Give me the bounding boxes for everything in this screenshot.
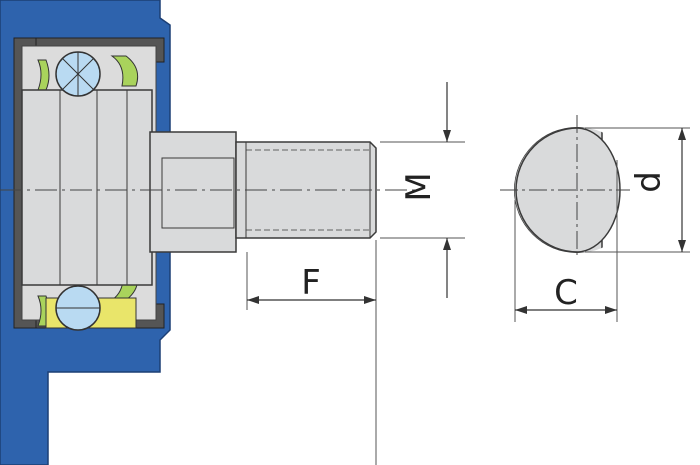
seal-top-right [110, 55, 139, 87]
c-label: C [554, 273, 578, 313]
stud-collar [149, 131, 237, 253]
stud-hex-recess [161, 157, 235, 229]
end-view [500, 115, 630, 255]
inner-shaft [21, 89, 153, 286]
d-label: d [629, 171, 669, 193]
m-label: M [399, 172, 439, 201]
f-label: F [301, 263, 321, 303]
